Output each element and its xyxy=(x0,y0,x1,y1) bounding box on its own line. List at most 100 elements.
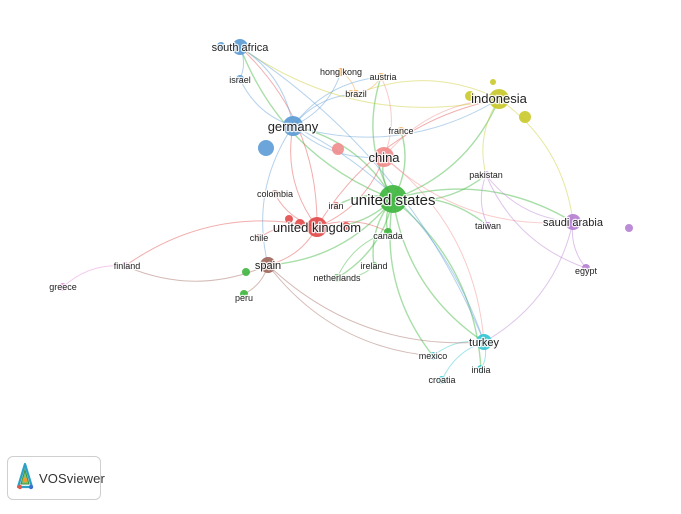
minor-node-9[interactable] xyxy=(295,219,305,229)
link-united-states-saudi-arabia xyxy=(392,188,574,223)
link-united-kingdom-finland xyxy=(124,220,318,267)
label-finland: finland xyxy=(114,261,141,271)
label-spain: spain xyxy=(255,260,281,272)
link-spain-mexico xyxy=(267,264,434,357)
minor-node-7[interactable] xyxy=(625,224,633,232)
node-united-kingdom[interactable] xyxy=(307,217,327,237)
node-spain[interactable] xyxy=(260,257,276,273)
link-united-states-turkey xyxy=(392,198,485,343)
label-saudi-arabia: saudi arabia xyxy=(543,217,604,229)
label-united-kingdom: united kingdom xyxy=(273,220,361,235)
node-united-states[interactable] xyxy=(379,185,407,213)
link-indonesia-south-africa xyxy=(239,46,500,108)
minor-node-2[interactable] xyxy=(217,42,225,50)
link-china-indonesia xyxy=(383,98,500,158)
node-colombia[interactable] xyxy=(271,190,279,198)
link-united-states-spain xyxy=(267,198,394,266)
node-egypt[interactable] xyxy=(582,264,590,272)
label-germany: germany xyxy=(268,119,319,134)
label-peru: peru xyxy=(235,293,253,303)
link-united-kingdom-china xyxy=(316,156,385,228)
link-egypt-pakistan xyxy=(485,174,587,269)
link-canada-netherlands xyxy=(336,231,389,279)
label-india: india xyxy=(471,365,490,375)
link-united-kingdom-indonesia xyxy=(316,98,500,228)
minor-node-6[interactable] xyxy=(490,79,496,85)
link-indonesia-saudi-arabia xyxy=(498,98,574,223)
link-china-saudi-arabia xyxy=(383,156,574,224)
node-taiwan[interactable] xyxy=(484,222,492,230)
node-croatia[interactable] xyxy=(438,376,446,384)
label-egypt: egypt xyxy=(575,266,598,276)
link-spain-turkey xyxy=(267,264,485,344)
node-peru[interactable] xyxy=(240,290,248,298)
node-pakistan[interactable] xyxy=(482,171,490,179)
label-france: france xyxy=(388,126,413,136)
link-united-kingdom-germany xyxy=(290,125,318,228)
network-nodes xyxy=(59,39,633,384)
node-brazil[interactable] xyxy=(352,90,360,98)
node-turkey[interactable] xyxy=(476,334,492,350)
node-iran[interactable] xyxy=(332,202,340,210)
node-netherlands[interactable] xyxy=(333,274,341,282)
node-finland[interactable] xyxy=(121,262,129,270)
node-france[interactable] xyxy=(397,127,405,135)
link-pakistan-taiwan xyxy=(480,174,489,227)
link-spain-finland xyxy=(124,264,269,282)
minor-node-4[interactable] xyxy=(465,91,475,101)
link-germany-spain xyxy=(262,125,294,266)
link-china-turkey xyxy=(383,156,485,343)
node-germany[interactable] xyxy=(283,116,303,136)
minor-node-10[interactable] xyxy=(342,222,350,230)
vosviewer-badge[interactable]: VOSviewer xyxy=(7,456,105,500)
link-indonesia-brazil xyxy=(355,80,500,100)
link-united-states-germany xyxy=(292,125,394,200)
label-united-states: united states xyxy=(350,192,435,209)
label-austria: austria xyxy=(369,72,396,82)
label-brazil: brazil xyxy=(345,89,367,99)
label-taiwan: taiwan xyxy=(475,221,501,231)
minor-node-3[interactable] xyxy=(332,143,344,155)
node-china[interactable] xyxy=(374,147,394,167)
label-greece: greece xyxy=(49,282,77,292)
node-south-africa[interactable] xyxy=(232,39,248,55)
link-united-states-mexico xyxy=(389,198,434,357)
node-indonesia[interactable] xyxy=(489,89,509,109)
node-greece[interactable] xyxy=(59,283,67,291)
label-south-africa: south africa xyxy=(212,42,270,54)
label-mexico: mexico xyxy=(419,351,448,361)
node-mexico[interactable] xyxy=(429,352,437,360)
link-saudi-arabia-turkey xyxy=(483,221,574,343)
label-ireland: ireland xyxy=(360,261,387,271)
link-finland-greece xyxy=(62,265,126,288)
label-croatia: croatia xyxy=(428,375,455,385)
minor-node-5[interactable] xyxy=(519,111,531,123)
node-hong-kong[interactable] xyxy=(337,68,345,76)
minor-node-8[interactable] xyxy=(285,215,293,223)
label-pakistan: pakistan xyxy=(469,170,503,180)
vosviewer-label: VOSviewer xyxy=(39,470,105,486)
node-canada[interactable] xyxy=(384,228,392,236)
link-indonesia-pakistan xyxy=(482,98,500,176)
node-india[interactable] xyxy=(477,365,485,373)
link-germany-south-africa xyxy=(239,46,294,127)
label-turkey: turkey xyxy=(469,337,499,349)
link-united-states-south-africa xyxy=(239,46,394,200)
node-saudi-arabia[interactable] xyxy=(565,214,581,230)
link-united-states-indonesia xyxy=(392,98,500,200)
minor-node-1[interactable] xyxy=(258,140,274,156)
vosviewer-logo-icon xyxy=(14,461,36,496)
label-indonesia: indonesia xyxy=(471,91,527,106)
minor-node-11[interactable] xyxy=(242,268,250,276)
link-germany-turkey xyxy=(292,125,485,343)
link-united-states-austria xyxy=(372,76,394,200)
link-south-africa-turkey xyxy=(239,46,485,343)
label-china: china xyxy=(368,150,400,165)
label-hong-kong: hong kong xyxy=(320,67,362,77)
node-austria[interactable] xyxy=(377,73,385,81)
link-united-states-india xyxy=(392,198,482,370)
node-ireland[interactable] xyxy=(370,262,378,270)
node-israel[interactable] xyxy=(236,75,244,83)
label-canada: canada xyxy=(373,231,403,241)
node-chile[interactable] xyxy=(255,234,263,242)
